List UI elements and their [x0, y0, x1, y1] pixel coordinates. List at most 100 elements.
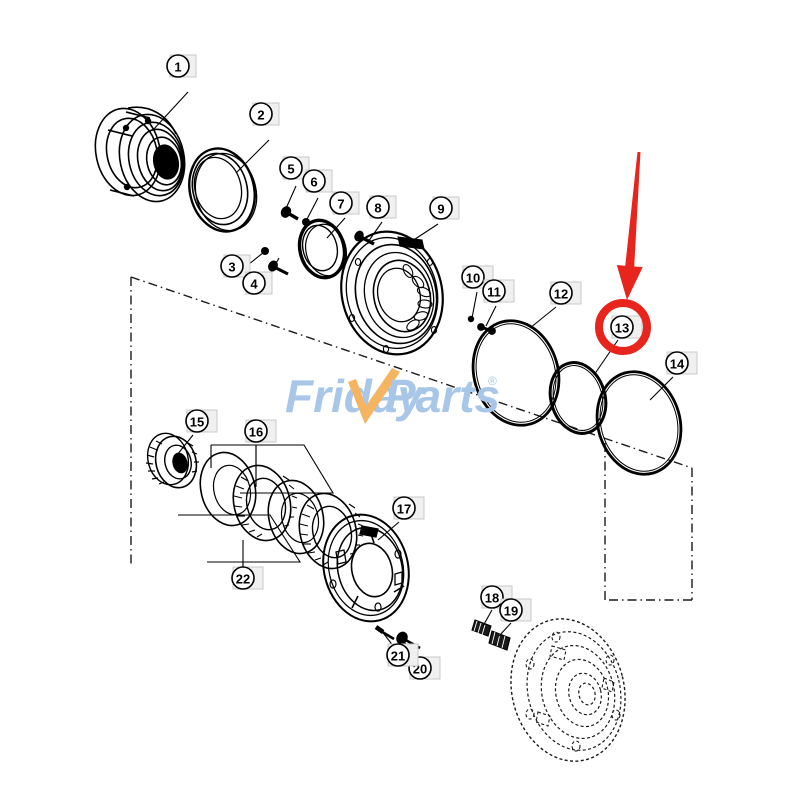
callout-number: 11	[487, 285, 501, 300]
part-oil-seal	[297, 218, 347, 280]
callout-9[interactable]: 9	[429, 196, 460, 220]
watermark-check-icon	[348, 368, 400, 424]
part-pin-8	[354, 230, 375, 246]
callout-number: 8	[374, 201, 381, 216]
callout-16[interactable]: 16	[244, 419, 277, 443]
highlight-arrow	[616, 151, 643, 300]
part-splined-gear	[145, 432, 199, 489]
callout-circle	[242, 271, 266, 295]
part-wheel-hub-phantom	[510, 618, 626, 762]
leader-line	[326, 217, 346, 239]
callout-number: 7	[337, 197, 344, 212]
callout-number: 4	[250, 277, 258, 292]
callout-8[interactable]: 8	[366, 195, 397, 219]
callout-circle	[329, 191, 353, 215]
callout-number: 22	[236, 572, 250, 587]
callout-number: 19	[504, 604, 518, 619]
callout-circle	[231, 566, 255, 590]
callout-7[interactable]: 7	[329, 191, 360, 215]
callout-number: 14	[670, 357, 685, 372]
part-pin-4	[268, 260, 289, 276]
part-o-ring-14	[595, 370, 683, 476]
leader-line	[649, 376, 674, 401]
callout-circle	[249, 102, 273, 126]
callout-number: 12	[554, 287, 568, 302]
callout-number: 18	[485, 591, 499, 606]
part-o-ring-12	[471, 319, 561, 427]
leader-line	[471, 291, 478, 319]
callout-circle	[665, 351, 689, 375]
callout-number: 21	[391, 649, 405, 664]
callout-22[interactable]: 22	[231, 566, 264, 590]
callout-12[interactable]: 12	[549, 281, 582, 305]
part-pin-5	[280, 206, 299, 221]
watermark-registered-mark: ®	[488, 374, 497, 388]
callout-circle	[461, 265, 485, 289]
watermark-text-parts: Parts	[385, 370, 500, 422]
callout-number: 16	[249, 425, 263, 440]
callout-number: 1	[174, 60, 181, 75]
leader-line	[529, 306, 557, 329]
callout-number: 3	[228, 260, 235, 275]
callout-circle	[244, 419, 268, 443]
callout-21[interactable]: 21	[386, 643, 419, 667]
leader-line	[305, 197, 319, 222]
callout-11[interactable]: 11	[482, 279, 515, 303]
callout-circle	[220, 254, 244, 278]
callout-circle	[166, 54, 190, 78]
leader-line	[367, 221, 383, 243]
part-clutch-disc-stack	[199, 451, 364, 570]
callout-1[interactable]: 1	[166, 54, 197, 78]
leader-line	[176, 434, 194, 456]
leader-line	[235, 139, 270, 174]
callout-number: 13	[615, 321, 629, 336]
part-bushing-18	[471, 619, 492, 637]
callout-2[interactable]: 2	[249, 102, 280, 126]
callout-3[interactable]: 3	[220, 254, 251, 278]
callout-17[interactable]: 17	[392, 496, 425, 520]
section-boundary-phantom	[130, 276, 693, 601]
callout-circle	[499, 598, 523, 622]
leader-line	[485, 305, 497, 327]
leader-line	[482, 609, 493, 627]
leader-line	[283, 185, 297, 214]
leader-line	[152, 91, 189, 131]
part-fastener-10	[467, 315, 475, 323]
callout-number: 15	[190, 415, 204, 430]
part-seal-ring-outer	[188, 147, 258, 233]
callout-number: 5	[287, 162, 294, 177]
callout-circle	[482, 279, 506, 303]
callout-number: 2	[257, 108, 264, 123]
callout-5[interactable]: 5	[279, 156, 310, 180]
callout-number: 9	[437, 202, 444, 217]
callout-circle	[549, 281, 573, 305]
callout-number: 17	[397, 502, 411, 517]
watermark-fridayparts: Friday Parts ®	[285, 368, 500, 424]
callout-circle	[429, 196, 453, 220]
callout-circle	[366, 195, 390, 219]
callout-15[interactable]: 15	[185, 409, 218, 433]
leader-line	[498, 622, 512, 637]
callout-circle	[185, 409, 209, 433]
callout-circle	[302, 169, 326, 193]
callout-circle	[386, 643, 410, 667]
part-bearing-housing	[94, 106, 186, 203]
leader-line	[408, 223, 439, 244]
callout-circle	[279, 156, 303, 180]
part-bearing-carrier	[340, 230, 444, 356]
callout-number: 6	[310, 175, 317, 190]
callout-circle	[480, 585, 504, 609]
part-pin-21	[374, 625, 395, 641]
highlight-circle-13	[595, 299, 651, 355]
callout-number: 10	[466, 271, 480, 286]
callout-14[interactable]: 14	[665, 351, 698, 375]
callout-6[interactable]: 6	[302, 169, 333, 193]
callout-19[interactable]: 19	[499, 598, 532, 622]
leader-line	[377, 521, 400, 541]
callout-4[interactable]: 4	[242, 271, 273, 295]
callout-13[interactable]: 13	[610, 315, 643, 339]
callout-circle	[610, 315, 634, 339]
